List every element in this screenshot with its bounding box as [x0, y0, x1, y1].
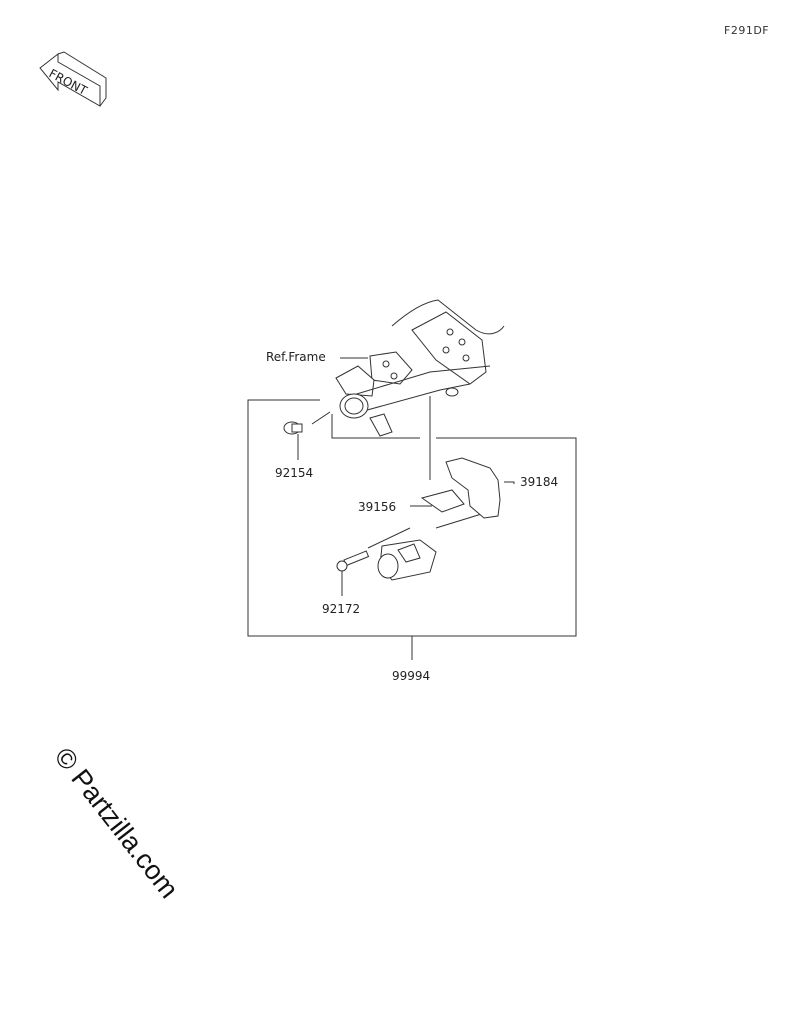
frame-illustration [335, 299, 505, 437]
front-arrow-icon: FRONT [39, 51, 107, 107]
label-99994: 99994 [392, 669, 430, 683]
label-92154: 92154 [275, 466, 313, 480]
label-39156: 39156 [358, 500, 396, 514]
label-92172: 92172 [322, 602, 360, 616]
diagram-code: F291DF [724, 24, 770, 37]
label-ref-frame: Ref.Frame [266, 350, 326, 364]
bolt-92154 [283, 421, 303, 435]
clamp-assembly [377, 539, 437, 581]
pad-39156 [420, 489, 465, 513]
bracket-39184 [445, 457, 501, 519]
bolt-92172 [336, 550, 370, 572]
kit-outline [247, 357, 577, 660]
label-39184: 39184 [520, 475, 558, 489]
